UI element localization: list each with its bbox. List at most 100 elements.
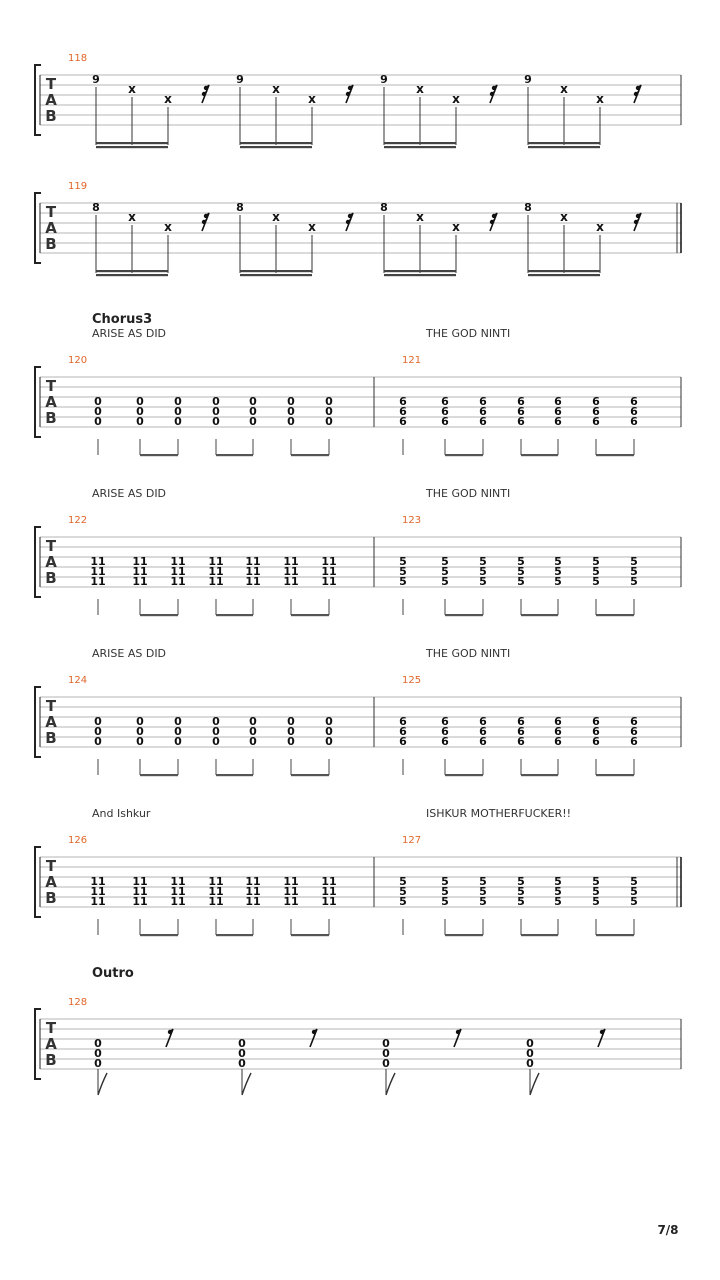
measure-number: 127 (402, 835, 421, 846)
fret-number: 0 (212, 725, 220, 738)
measure-number: 119 (68, 181, 87, 192)
fret-number: 6 (630, 395, 638, 408)
fret-number: 0 (136, 405, 144, 418)
sixteenth-rest-flag2 (634, 90, 640, 96)
fret-number: 5 (630, 895, 638, 908)
fret-number: 11 (321, 575, 336, 588)
beam (291, 454, 329, 457)
fret-number: 11 (170, 895, 185, 908)
system-bracket (34, 64, 41, 136)
fret-number: 5 (592, 885, 600, 898)
fret-number: 0 (238, 1037, 246, 1050)
dead-note: x (596, 92, 604, 106)
fret-number: 11 (170, 575, 185, 588)
fret-number: 6 (592, 735, 600, 748)
system-bracket (34, 526, 41, 598)
fret-number: 0 (325, 395, 333, 408)
sixteenth-rest-flag (636, 212, 642, 218)
beam (528, 270, 600, 273)
fret-number: 6 (441, 405, 449, 418)
dead-note: x (308, 92, 316, 106)
beam (216, 774, 253, 777)
beam (140, 774, 178, 777)
fret-number: 11 (132, 575, 147, 588)
tab-clef-a: A (45, 91, 57, 109)
fret-number: 6 (441, 415, 449, 428)
beam (528, 146, 600, 149)
system-bracket (34, 366, 41, 438)
fret-number: 6 (592, 395, 600, 408)
fret-number: 5 (399, 895, 407, 908)
fret-number: 6 (479, 715, 487, 728)
tab-clef-b: B (45, 569, 56, 587)
fret-number: 0 (287, 405, 295, 418)
fret-number: 6 (517, 405, 525, 418)
beam (384, 146, 456, 149)
sixteenth-rest-flag (204, 84, 210, 90)
beam (384, 142, 456, 145)
fret-number: 5 (592, 575, 600, 588)
dead-note: x (164, 220, 172, 234)
measure-number: 120 (68, 355, 87, 366)
fret-number: 0 (94, 735, 102, 748)
fret-number: 11 (283, 895, 298, 908)
page-number: 7/8 (657, 1223, 678, 1237)
sixteenth-rest-flag2 (346, 90, 352, 96)
fret-number: 11 (90, 575, 105, 588)
fret-number: 0 (238, 1047, 246, 1060)
fret-number: 6 (399, 395, 407, 408)
fret-number: 6 (630, 415, 638, 428)
fret-number: 5 (517, 575, 525, 588)
measure-number: 126 (68, 835, 87, 846)
fret-number: 11 (208, 565, 223, 578)
fret-number: 5 (399, 885, 407, 898)
fret-number: 6 (517, 715, 525, 728)
fret-number: 5 (554, 565, 562, 578)
tab-clef-b: B (45, 235, 56, 253)
fret-number: 5 (479, 885, 487, 898)
fret-number: 6 (399, 735, 407, 748)
sixteenth-rest-flag2 (490, 218, 496, 224)
fret-number: 0 (249, 405, 257, 418)
sixteenth-rest-flag2 (202, 90, 208, 96)
sixteenth-rest-flag (492, 84, 498, 90)
beam (240, 270, 312, 273)
tab-clef-t: T (46, 75, 57, 93)
fret-number: 5 (441, 885, 449, 898)
measure-number: 124 (68, 675, 87, 686)
fret-number: 0 (94, 415, 102, 428)
fret-number: 5 (479, 575, 487, 588)
measure-number: 125 (402, 675, 421, 686)
fret-number: 5 (479, 875, 487, 888)
fret-number: 6 (554, 405, 562, 418)
fret-number: 5 (441, 565, 449, 578)
tab-clef-a: A (45, 553, 57, 571)
fret-number: 11 (90, 895, 105, 908)
fret-number: 5 (441, 875, 449, 888)
fret-number: 11 (170, 555, 185, 568)
beam (240, 274, 312, 277)
fret-number: 11 (283, 555, 298, 568)
dead-note: x (452, 220, 460, 234)
tab-clef-b: B (45, 889, 56, 907)
fret-number: 0 (382, 1047, 390, 1060)
fret-number: 6 (592, 715, 600, 728)
dead-note: x (164, 92, 172, 106)
fret-number: 5 (399, 875, 407, 888)
beam (445, 934, 483, 937)
fret-number: 6 (399, 715, 407, 728)
fret-number: 9 (524, 73, 532, 86)
fret-number: 0 (249, 725, 257, 738)
beam (521, 454, 558, 457)
fret-number: 5 (630, 575, 638, 588)
fret-number: 5 (479, 565, 487, 578)
fret-number: 5 (592, 555, 600, 568)
beam (521, 934, 558, 937)
fret-number: 5 (630, 875, 638, 888)
fret-number: 6 (592, 405, 600, 418)
fret-number: 11 (170, 565, 185, 578)
fret-number: 6 (399, 415, 407, 428)
